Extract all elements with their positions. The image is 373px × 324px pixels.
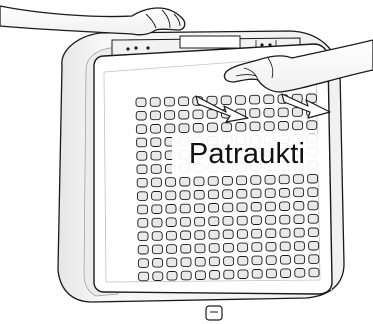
bottom-latch <box>206 306 222 320</box>
hand-icon <box>0 6 185 35</box>
